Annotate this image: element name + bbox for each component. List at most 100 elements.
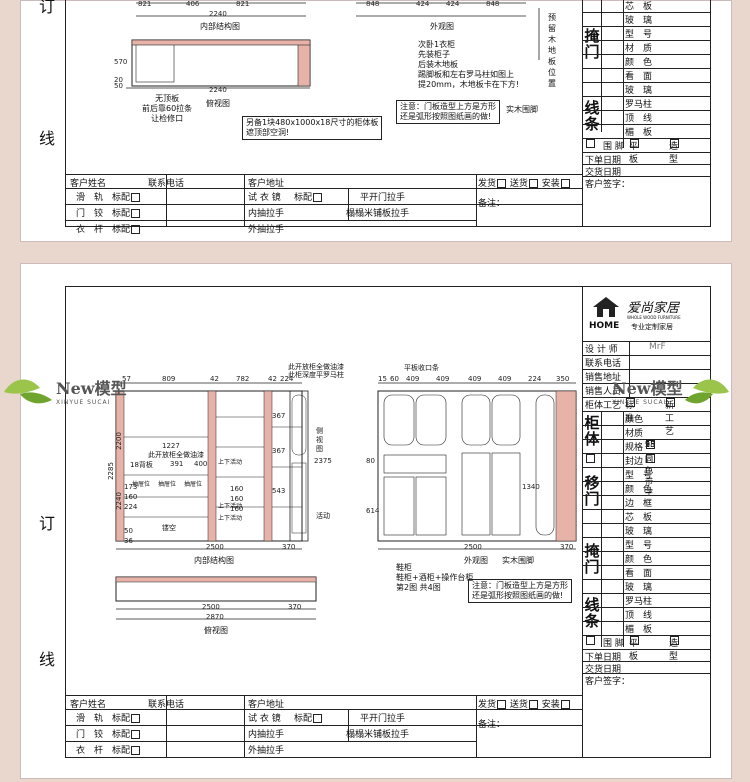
brand-home: HOME	[589, 321, 620, 331]
spec-row-foot: 围 脚平板造型	[583, 138, 711, 165]
dim-label: 370	[560, 543, 574, 551]
dim-label: 409	[406, 375, 420, 383]
mirror-standard[interactable]: 标配	[294, 711, 323, 724]
cabinet-drawing	[126, 2, 540, 89]
movable-note: 活动	[316, 512, 330, 520]
floor-reserve-note: 预留木地板位置	[548, 13, 556, 88]
drawing-sheet-1: 订 线 821 406 821 848 424 424 848 2240 内部结…	[20, 0, 732, 242]
dim-label: 42	[268, 375, 277, 383]
door-note: 注意：门板造型上方是方形 还是弧形按照图纸画的做!	[468, 579, 572, 603]
watermark-left: New模型 XINYUE SUCAI	[0, 370, 150, 410]
drawing-sheet-2: 订 线	[20, 263, 732, 779]
leaf-icon	[4, 379, 52, 404]
dim-label: 20	[114, 76, 123, 84]
customer-sign-label: 客户签字：	[585, 180, 631, 190]
dim-label: 821	[138, 0, 152, 8]
door-note: 注意：门板造型上方是方形 还是弧形按照图纸画的做!	[396, 100, 500, 124]
dim-label: 50	[114, 82, 123, 90]
brand-slogan: 专业定制家居	[631, 323, 673, 331]
drawer-slot: 抽屉位	[158, 481, 177, 488]
watermark-right: New模型 XINYUE SUCAI	[612, 370, 750, 410]
spec-row: 罗马柱	[583, 96, 711, 111]
tatami-handle-label: 榻榻米铺板拉手	[346, 209, 410, 219]
remark-label: 备注：	[478, 720, 506, 730]
dim-label: 2285	[106, 462, 115, 480]
dim-label: 2500	[464, 543, 482, 551]
open-cabinet-note: 此开放柜全做油漆	[148, 451, 204, 459]
side-char-ding: 订	[39, 0, 56, 16]
dim-label: 224	[124, 503, 138, 511]
drawer-slot: 抽屉位	[132, 481, 151, 488]
spec-panel-top: 芯 板 玻 璃 掩门 型 号 材 质 颜 色 看 面 玻 璃 线条 罗马柱 顶 …	[582, 0, 711, 226]
rod-standard[interactable]: 标配	[112, 743, 141, 756]
contact-phone-label: 联系电话	[148, 700, 185, 710]
dim-label: 406	[186, 0, 200, 8]
side-char-ding: 订	[39, 514, 56, 533]
rod-standard[interactable]: 标配	[112, 222, 141, 235]
dim-label: 400	[194, 460, 208, 468]
dim-label: 424	[416, 0, 430, 8]
dim-label: 50	[124, 527, 133, 535]
spec-row: 玻 璃	[583, 82, 711, 97]
dim-label: 370	[288, 603, 302, 611]
movable-shelf-note: 上下活动	[218, 503, 243, 510]
ship-option[interactable]: 发货 送货 安装	[478, 176, 571, 189]
dim-label: 42	[210, 375, 219, 383]
inner-structure-title: 内部结构图	[194, 556, 234, 565]
spec-row: 颜 色	[583, 54, 711, 69]
watermark-sub: XINYUE SUCAI	[612, 398, 667, 406]
dim-label: 424	[446, 0, 460, 8]
spec-row: 楣 板	[583, 124, 711, 139]
hinge-standard[interactable]: 标配	[112, 206, 141, 219]
spec-row: 材 质	[583, 40, 711, 55]
spec-row: 型 号	[583, 26, 711, 41]
dim-label: 2375	[314, 457, 332, 465]
dim-label: 2500	[206, 543, 224, 551]
outer-view-title: 外观图	[464, 556, 488, 565]
spec-row: 看 面	[583, 68, 711, 83]
mirror-label: 试 衣 镜	[248, 193, 281, 203]
watermark-sub: XINYUE SUCAI	[56, 398, 111, 406]
dim-label: 350	[556, 375, 570, 383]
drawer-slot: 抽屉位	[184, 481, 203, 488]
dim-label: 543	[272, 487, 286, 495]
dim-label: 2240	[114, 492, 123, 510]
ship-option[interactable]: 发货 送货 安装	[478, 697, 571, 710]
watermark-text: New模型	[56, 378, 127, 398]
hinge-standard[interactable]: 标配	[112, 727, 141, 740]
drawing-frame: 57 809 42 782 42 224 此开放柜全做油漆 此柜深度平罗马柱 1…	[65, 286, 711, 758]
outer-drawer-handle-label: 外抽拉手	[248, 746, 285, 756]
side-char-xian: 线	[39, 650, 56, 669]
contact-phone-label: 联系电话	[148, 179, 185, 189]
dim-label: 614	[366, 507, 380, 515]
remark-label: 备注：	[478, 199, 506, 209]
side-view-label: 侧视图	[316, 427, 323, 453]
hollow-note: 镂空	[162, 524, 176, 532]
spec-panel-bottom: HOME 爱尚家居 WHOLE WOOD FURNITURE 专业定制家居 设 …	[582, 287, 711, 757]
dim-label: 15	[378, 375, 387, 383]
edge-strip-note: 平板收口条	[404, 364, 439, 372]
dim-label: 570	[114, 58, 128, 66]
slide-rail-standard[interactable]: 标配	[112, 190, 141, 203]
dim-label: 160	[230, 485, 244, 493]
dim-label: 409	[498, 375, 512, 383]
spec-row: 顶 线	[583, 110, 711, 125]
dim-label: 60	[390, 375, 399, 383]
cabinet-description: 鞋柜 鞋柜+酒柜+操作台柜 第2图 共4图	[396, 563, 474, 592]
house-icon	[593, 297, 619, 317]
dim-label: 848	[486, 0, 500, 8]
dim-label: 409	[468, 375, 482, 383]
side-char-xian: 线	[39, 129, 56, 148]
outer-drawer-handle-label: 外抽拉手	[248, 225, 285, 235]
door-handle-label: 平开门拉手	[360, 714, 406, 724]
customer-sign-label: 客户签字：	[585, 677, 631, 687]
slide-rail-label: 滑 轨	[76, 193, 104, 203]
plan-view-title: 俯视图	[206, 99, 230, 108]
rod-label: 衣 杆	[76, 746, 104, 756]
dim-label: 224	[280, 375, 294, 383]
customer-address-label: 客户地址	[248, 179, 285, 189]
mirror-standard[interactable]: 标配	[294, 190, 323, 203]
slide-rail-standard[interactable]: 标配	[112, 711, 141, 724]
dim-label: 848	[366, 0, 380, 8]
